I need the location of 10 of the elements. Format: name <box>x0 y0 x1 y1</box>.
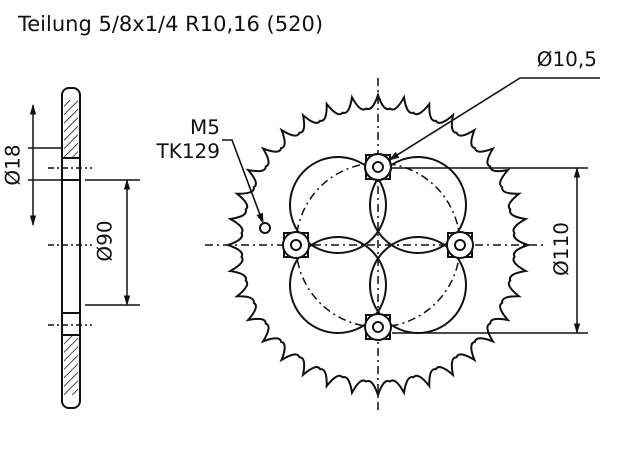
leader-line <box>388 77 600 161</box>
callout-text: M5 TK129 <box>128 115 220 163</box>
title-text: Teilung 5/8x1/4 R10,16 (520) <box>18 12 324 36</box>
dimension-label: Ø90 <box>94 220 116 262</box>
leader-line <box>222 139 264 224</box>
callout-text: Ø10,5 <box>527 47 597 71</box>
dimension-label: Ø110 <box>550 222 572 276</box>
hole <box>364 153 392 181</box>
dimension-label: Ø18 <box>2 144 24 186</box>
hole <box>259 222 271 234</box>
